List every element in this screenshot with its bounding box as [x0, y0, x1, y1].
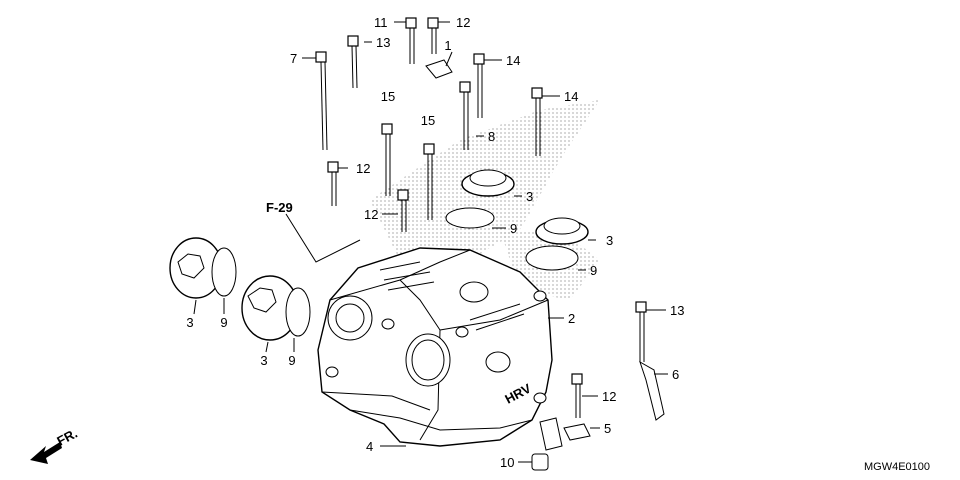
callout-3c: 3: [186, 315, 193, 330]
front-arrow-icon: [30, 442, 62, 464]
callout-14a: 14: [506, 53, 520, 68]
callout-9d: 9: [288, 353, 295, 368]
callout-9a: 9: [510, 221, 517, 236]
callout-7: 7: [290, 51, 297, 66]
callout-4: 4: [366, 439, 373, 454]
callout-11: 11: [374, 15, 388, 30]
bolts: [315, 17, 665, 471]
callout-12c: 12: [364, 207, 378, 222]
callout-5: 5: [604, 421, 611, 436]
callout-2: 2: [568, 311, 575, 326]
callout-15a: 15: [381, 89, 395, 104]
callout-13b: 13: [670, 303, 684, 318]
callouts: 1 2 3 3 3 3 4 5 6 7 8 9 9 9 9 10 11 12 1…: [186, 15, 684, 470]
front-direction-indicator: FR.: [30, 426, 80, 464]
callout-3d: 3: [260, 353, 267, 368]
callout-6: 6: [672, 367, 679, 382]
diagram-code: MGW4E0100: [864, 461, 930, 473]
callout-9b: 9: [590, 263, 597, 278]
callout-15b: 15: [421, 113, 435, 128]
callout-12d: 12: [602, 389, 616, 404]
callout-3a: 3: [526, 189, 533, 204]
reference-label: F-29: [266, 200, 293, 215]
callout-13a: 13: [376, 35, 390, 50]
cylinder-head-cover: HRV: [317, 247, 553, 447]
callout-12a: 12: [456, 15, 470, 30]
callout-12b: 12: [356, 161, 370, 176]
callout-9c: 9: [220, 315, 227, 330]
callout-10: 10: [500, 455, 514, 470]
callout-8: 8: [488, 129, 495, 144]
filler-caps-right: [445, 169, 589, 271]
leader-lines: [193, 21, 668, 463]
callout-1: 1: [444, 38, 451, 53]
oil-filler-caps: [169, 237, 311, 341]
callout-3b: 3: [606, 233, 613, 248]
callout-14b: 14: [564, 89, 578, 104]
